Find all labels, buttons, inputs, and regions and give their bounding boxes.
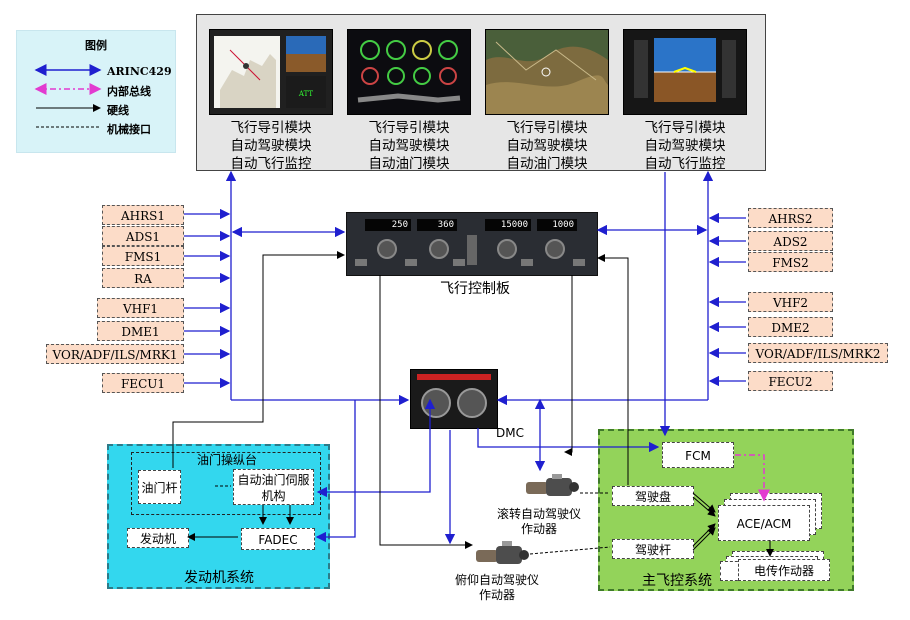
pfd-display — [623, 29, 747, 115]
engine-display — [347, 29, 471, 115]
flight-control-panel-label: 飞行控制板 — [440, 281, 510, 297]
sensor-fecu1: FECU1 — [102, 373, 184, 393]
flight-control-panel: 250 360 15000 1000 — [346, 212, 598, 276]
control-column: 驾驶杆 — [612, 539, 694, 559]
fcp-button[interactable] — [573, 259, 585, 266]
map-display: ATT — [209, 29, 333, 115]
engine-system-label: 发动机系统 — [184, 570, 254, 586]
fadec: FADEC — [241, 528, 315, 550]
legend-label-arinc429: ARINC429 — [107, 65, 172, 78]
sensor-ads2: ADS2 — [748, 231, 833, 251]
roll-actuator-label: 滚转自动驾驶仪 作动器 — [497, 507, 582, 536]
pitch-actuator-label: 俯仰自动驾驶仪 作动器 — [455, 573, 540, 602]
altitude-knob[interactable] — [497, 239, 517, 259]
control-wheel: 驾驶盘 — [612, 486, 694, 506]
sensor-ahrs2: AHRS2 — [748, 208, 833, 228]
dmc-stripe — [417, 374, 491, 380]
legend-label-mechanical: 机械接口 — [107, 123, 151, 136]
sensor-vor-adf-ils-mrk1: VOR/ADF/ILS/MRK1 — [46, 344, 184, 364]
flight-control-system: FCM 驾驶盘 驾驶杆 ACE/ACM 电传作动器 主飞控系统 — [598, 429, 854, 591]
legend-title: 图例 — [85, 39, 107, 52]
sensor-dme1: DME1 — [97, 321, 184, 341]
fcp-button[interactable] — [453, 259, 465, 266]
sensor-ahrs1: AHRS1 — [102, 205, 184, 225]
fcp-button[interactable] — [521, 259, 533, 266]
legend-label-hardwire: 硬线 — [107, 104, 129, 117]
engine-system: 油门操纵台 油门杆 自动油门伺服机构 发动机 FADEC 发动机系统 — [107, 444, 330, 589]
dmc-fan-icon — [421, 388, 451, 418]
ap-engage-switch[interactable] — [467, 235, 477, 265]
svg-text:ATT: ATT — [298, 90, 313, 98]
roll-actuator-image — [524, 473, 580, 499]
sensor-fecu2: FECU2 — [748, 371, 833, 391]
sensor-fms1: FMS1 — [102, 246, 184, 266]
throttle-console-label: 油门操纵台 — [197, 453, 258, 467]
speed-knob[interactable] — [377, 239, 397, 259]
fcp-vs-readout: 1000 — [537, 219, 577, 231]
dmc-unit — [410, 369, 498, 429]
flight-control-system-label: 主飞控系统 — [642, 573, 712, 589]
autothrottle-servo: 自动油门伺服机构 — [233, 469, 314, 505]
fly-by-wire-actuators: 电传作动器 — [738, 559, 830, 581]
legend-label-internal-bus: 内部总线 — [107, 85, 151, 98]
display-label-3: 飞行导引模块 自动驾驶模块 自动油门模块 — [506, 120, 588, 172]
dmc-label: DMC — [496, 426, 524, 440]
pitch-actuator-image — [474, 540, 530, 568]
ace-acm: ACE/ACM — [718, 505, 810, 541]
fcp-speed-readout: 250 — [365, 219, 411, 231]
sensor-ra: RA — [102, 268, 184, 288]
legend: 图例 ARINC429 内部总线 硬线 机械接口 — [16, 30, 176, 153]
fcp-button[interactable] — [405, 259, 417, 266]
fcp-button[interactable] — [355, 259, 367, 266]
heading-knob[interactable] — [429, 239, 449, 259]
fcp-heading-readout: 360 — [417, 219, 457, 231]
fcp-altitude-readout: 15000 — [485, 219, 531, 231]
engine: 发动机 — [127, 528, 189, 548]
sensor-vhf2: VHF2 — [748, 292, 833, 312]
display-label-1: 飞行导引模块 自动驾驶模块 自动飞行监控 — [230, 120, 312, 172]
vs-knob[interactable] — [545, 239, 565, 259]
sensor-dme2: DME2 — [748, 317, 833, 337]
display-label-2: 飞行导引模块 自动驾驶模块 自动油门模块 — [368, 120, 450, 172]
throttle-lever: 油门杆 — [138, 470, 181, 504]
sensor-vhf1: VHF1 — [97, 298, 184, 318]
sensor-fms2: FMS2 — [748, 252, 833, 272]
dmc-fan-icon — [457, 388, 487, 418]
fcm: FCM — [662, 442, 734, 468]
display-panel: ATT 飞行导引模块 自动驾驶模块 自动飞行监控 飞行导引模块 自动驾驶模块 自… — [196, 14, 766, 172]
sensor-ads1: ADS1 — [102, 226, 184, 246]
sensor-vor-adf-ils-mrk2: VOR/ADF/ILS/MRK2 — [748, 343, 888, 363]
terrain-display — [485, 29, 609, 115]
display-label-4: 飞行导引模块 自动驾驶模块 自动飞行监控 — [644, 120, 726, 172]
